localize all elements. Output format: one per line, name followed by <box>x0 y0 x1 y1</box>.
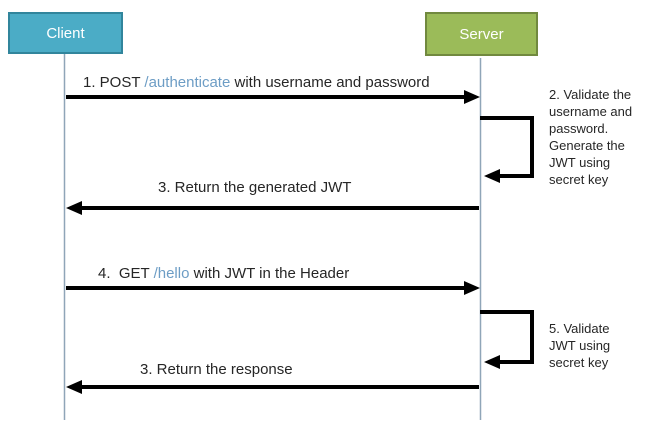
message-4-text: 3. Return the response <box>140 361 293 378</box>
message-2-text: 3. Return the generated JWT <box>158 179 352 196</box>
note-validate-credentials: 2. Validate the username and password. G… <box>549 87 633 187</box>
arrow-message-4 <box>66 380 479 394</box>
message-1-suffix: with username and password <box>230 74 430 91</box>
actor-label-server: Server <box>459 25 504 43</box>
self-loop-validate-jwt <box>480 310 534 369</box>
actor-box-server: Server <box>425 12 538 56</box>
message-2-label: 3. Return the generated JWT <box>158 179 351 197</box>
self-loop-validate-credentials <box>480 116 534 183</box>
arrow-message-3 <box>66 281 480 295</box>
message-3-endpoint: /hello <box>153 265 190 282</box>
message-3-prefix: 4. GET <box>98 265 154 282</box>
message-3-label: 4. GET /hello with JWT in the Header <box>98 265 349 283</box>
arrow-message-1 <box>66 90 480 104</box>
note-validate-jwt: 5. Validate JWT using secret key <box>549 321 611 370</box>
message-1-label: 1. POST /authenticate with username and … <box>83 74 430 92</box>
actor-box-client: Client <box>8 12 123 54</box>
message-1-endpoint: /authenticate <box>144 74 231 91</box>
actor-label-client: Client <box>46 24 85 42</box>
message-3-suffix: with JWT in the Header <box>189 265 350 282</box>
message-4-label: 3. Return the response <box>140 361 293 379</box>
arrow-message-2 <box>66 201 479 215</box>
message-1-prefix: 1. POST <box>83 74 145 91</box>
